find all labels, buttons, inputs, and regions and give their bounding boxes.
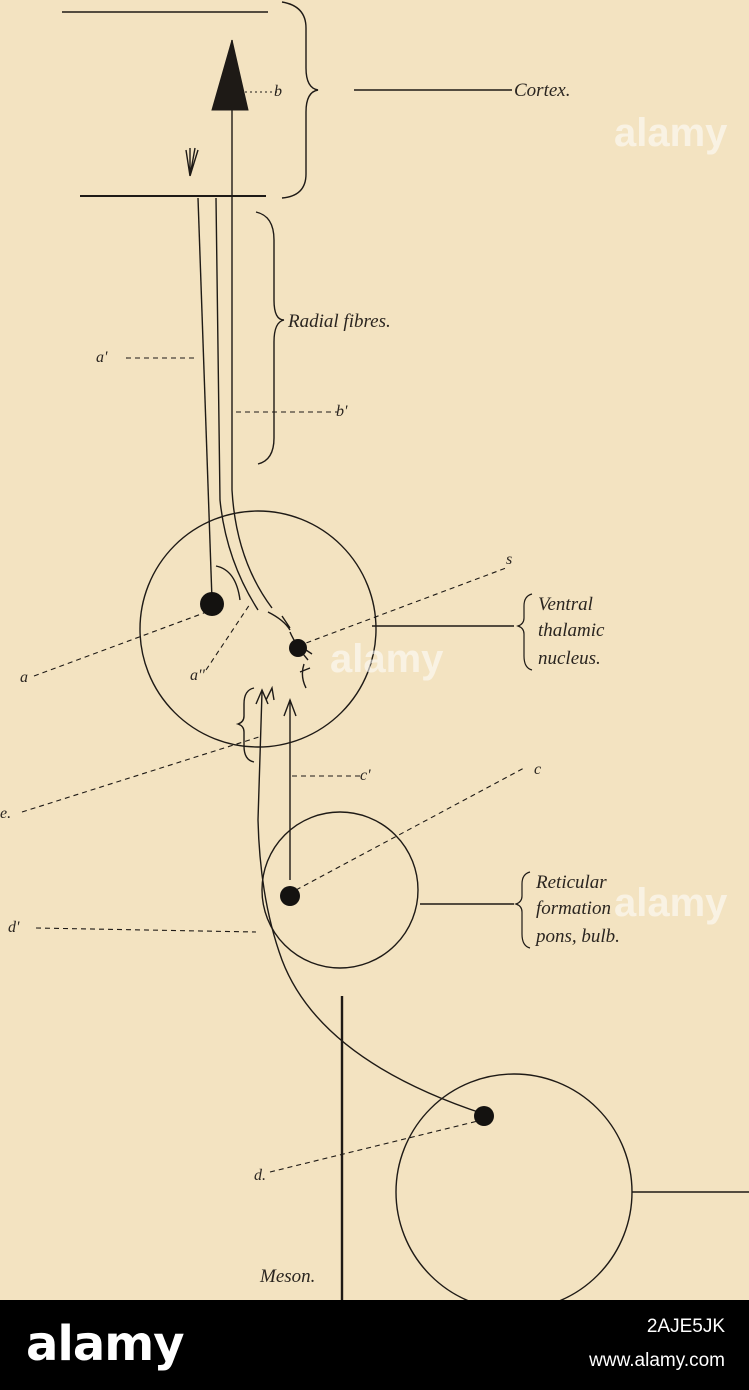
label-e: e.	[0, 805, 11, 822]
label-formation: formation	[536, 898, 611, 919]
cell-d	[474, 1106, 494, 1126]
fibre-c-prime-ending	[283, 698, 297, 717]
fibre-a-prime	[197, 197, 213, 601]
diagram-canvas: Cortex. b Radial fibres. a' b' s Ventral…	[0, 1, 749, 1300]
watermark-text-3: alamy	[614, 881, 728, 925]
label-meson: Meson.	[259, 1266, 315, 1287]
cell-c	[280, 886, 300, 906]
fibre-b-parallel	[215, 197, 259, 611]
a-double-leader	[205, 603, 251, 671]
ventral-thalamic-nucleus-circle	[139, 510, 377, 748]
mesencephalic-nucleus-circle	[395, 1073, 633, 1300]
e-brace	[235, 687, 255, 763]
fibre-a-branch	[215, 565, 241, 601]
fibre-b-prime	[231, 100, 273, 609]
label-d: d.	[254, 1167, 266, 1184]
cell-s	[289, 639, 307, 657]
a-leader	[33, 609, 213, 677]
label-reticular: Reticular	[535, 872, 607, 893]
label-b-prime: b'	[336, 403, 348, 420]
label-thalamic: thalamic	[538, 620, 605, 641]
site-url: www.alamy.com	[589, 1350, 725, 1371]
watermark-text-2: alamy	[330, 637, 444, 681]
watermark-text-1: alamy	[614, 111, 728, 155]
fibre-d-prime	[257, 691, 485, 1115]
dendrite-tuft	[185, 147, 199, 177]
s-leader	[297, 567, 507, 647]
thalamic-label-bracket	[516, 593, 533, 671]
label-d-prime: d'	[8, 919, 20, 936]
e-leader	[21, 735, 263, 813]
label-b: b	[274, 83, 282, 100]
c-leader	[295, 767, 525, 891]
alamy-logo: alamy	[26, 1316, 185, 1372]
d-prime-leader	[35, 927, 257, 933]
label-pons-bulb: pons, bulb.	[534, 926, 620, 947]
label-nucleus: nucleus.	[538, 648, 601, 669]
alamy-watermark: alamy alamy alamy	[330, 111, 728, 925]
label-c: c	[534, 761, 541, 778]
reticular-label-bracket	[514, 871, 531, 949]
label-cortex: Cortex.	[514, 80, 570, 101]
d-leader	[269, 1119, 483, 1173]
pyramidal-cell	[211, 39, 249, 111]
label-a-double: a''	[190, 667, 205, 684]
fibre-d-prime-ending	[255, 685, 275, 705]
label-s: s	[506, 551, 512, 568]
label-a-prime: a'	[96, 349, 108, 366]
image-id: 2AJE5JK	[646, 1316, 725, 1337]
label-a: a	[20, 669, 28, 686]
cell-a	[200, 592, 224, 616]
neuron-pathway-diagram: Cortex. b Radial fibres. a' b' s Ventral…	[0, 0, 749, 1300]
watermark-footer: alamy 2AJE5JK www.alamy.com	[0, 1300, 749, 1390]
label-radial-fibres: Radial fibres.	[287, 311, 391, 332]
cortex-brace	[281, 1, 319, 199]
label-c-prime: c'	[360, 767, 371, 784]
label-ventral: Ventral	[538, 594, 593, 615]
reticular-formation-circle	[261, 811, 419, 969]
radial-fibres-brace	[255, 211, 285, 465]
